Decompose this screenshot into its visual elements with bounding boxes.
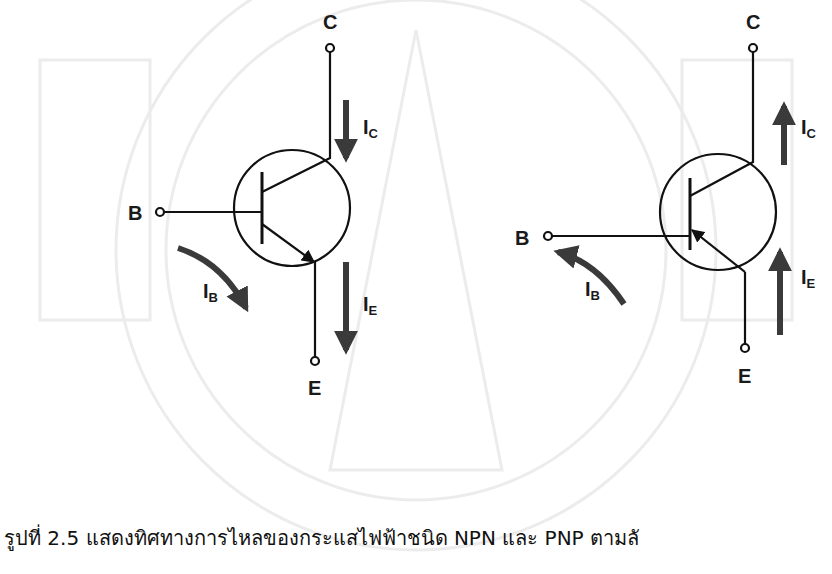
terminal-label: E: [738, 366, 751, 386]
current-arrows: [558, 106, 784, 335]
npn-symbol: [156, 44, 350, 365]
figure-caption: รูปที่ 2.5 แสดงทิศทางการไหลของกระแสไฟฟ้า…: [4, 522, 639, 554]
terminal-label: C: [323, 12, 337, 32]
current-label: IE: [801, 267, 815, 290]
current-label: IC: [801, 117, 816, 140]
watermark: [40, 0, 792, 550]
current-arrows: [178, 100, 346, 350]
terminal-label: B: [128, 203, 142, 223]
pnp-symbol: [544, 44, 776, 352]
terminal-label: E: [308, 378, 321, 398]
terminal-label: C: [746, 12, 760, 32]
current-label: IB: [203, 281, 218, 304]
terminal-label: B: [515, 228, 529, 248]
current-label: IB: [585, 279, 600, 302]
current-label: IE: [363, 294, 377, 317]
current-label: IC: [363, 117, 378, 140]
